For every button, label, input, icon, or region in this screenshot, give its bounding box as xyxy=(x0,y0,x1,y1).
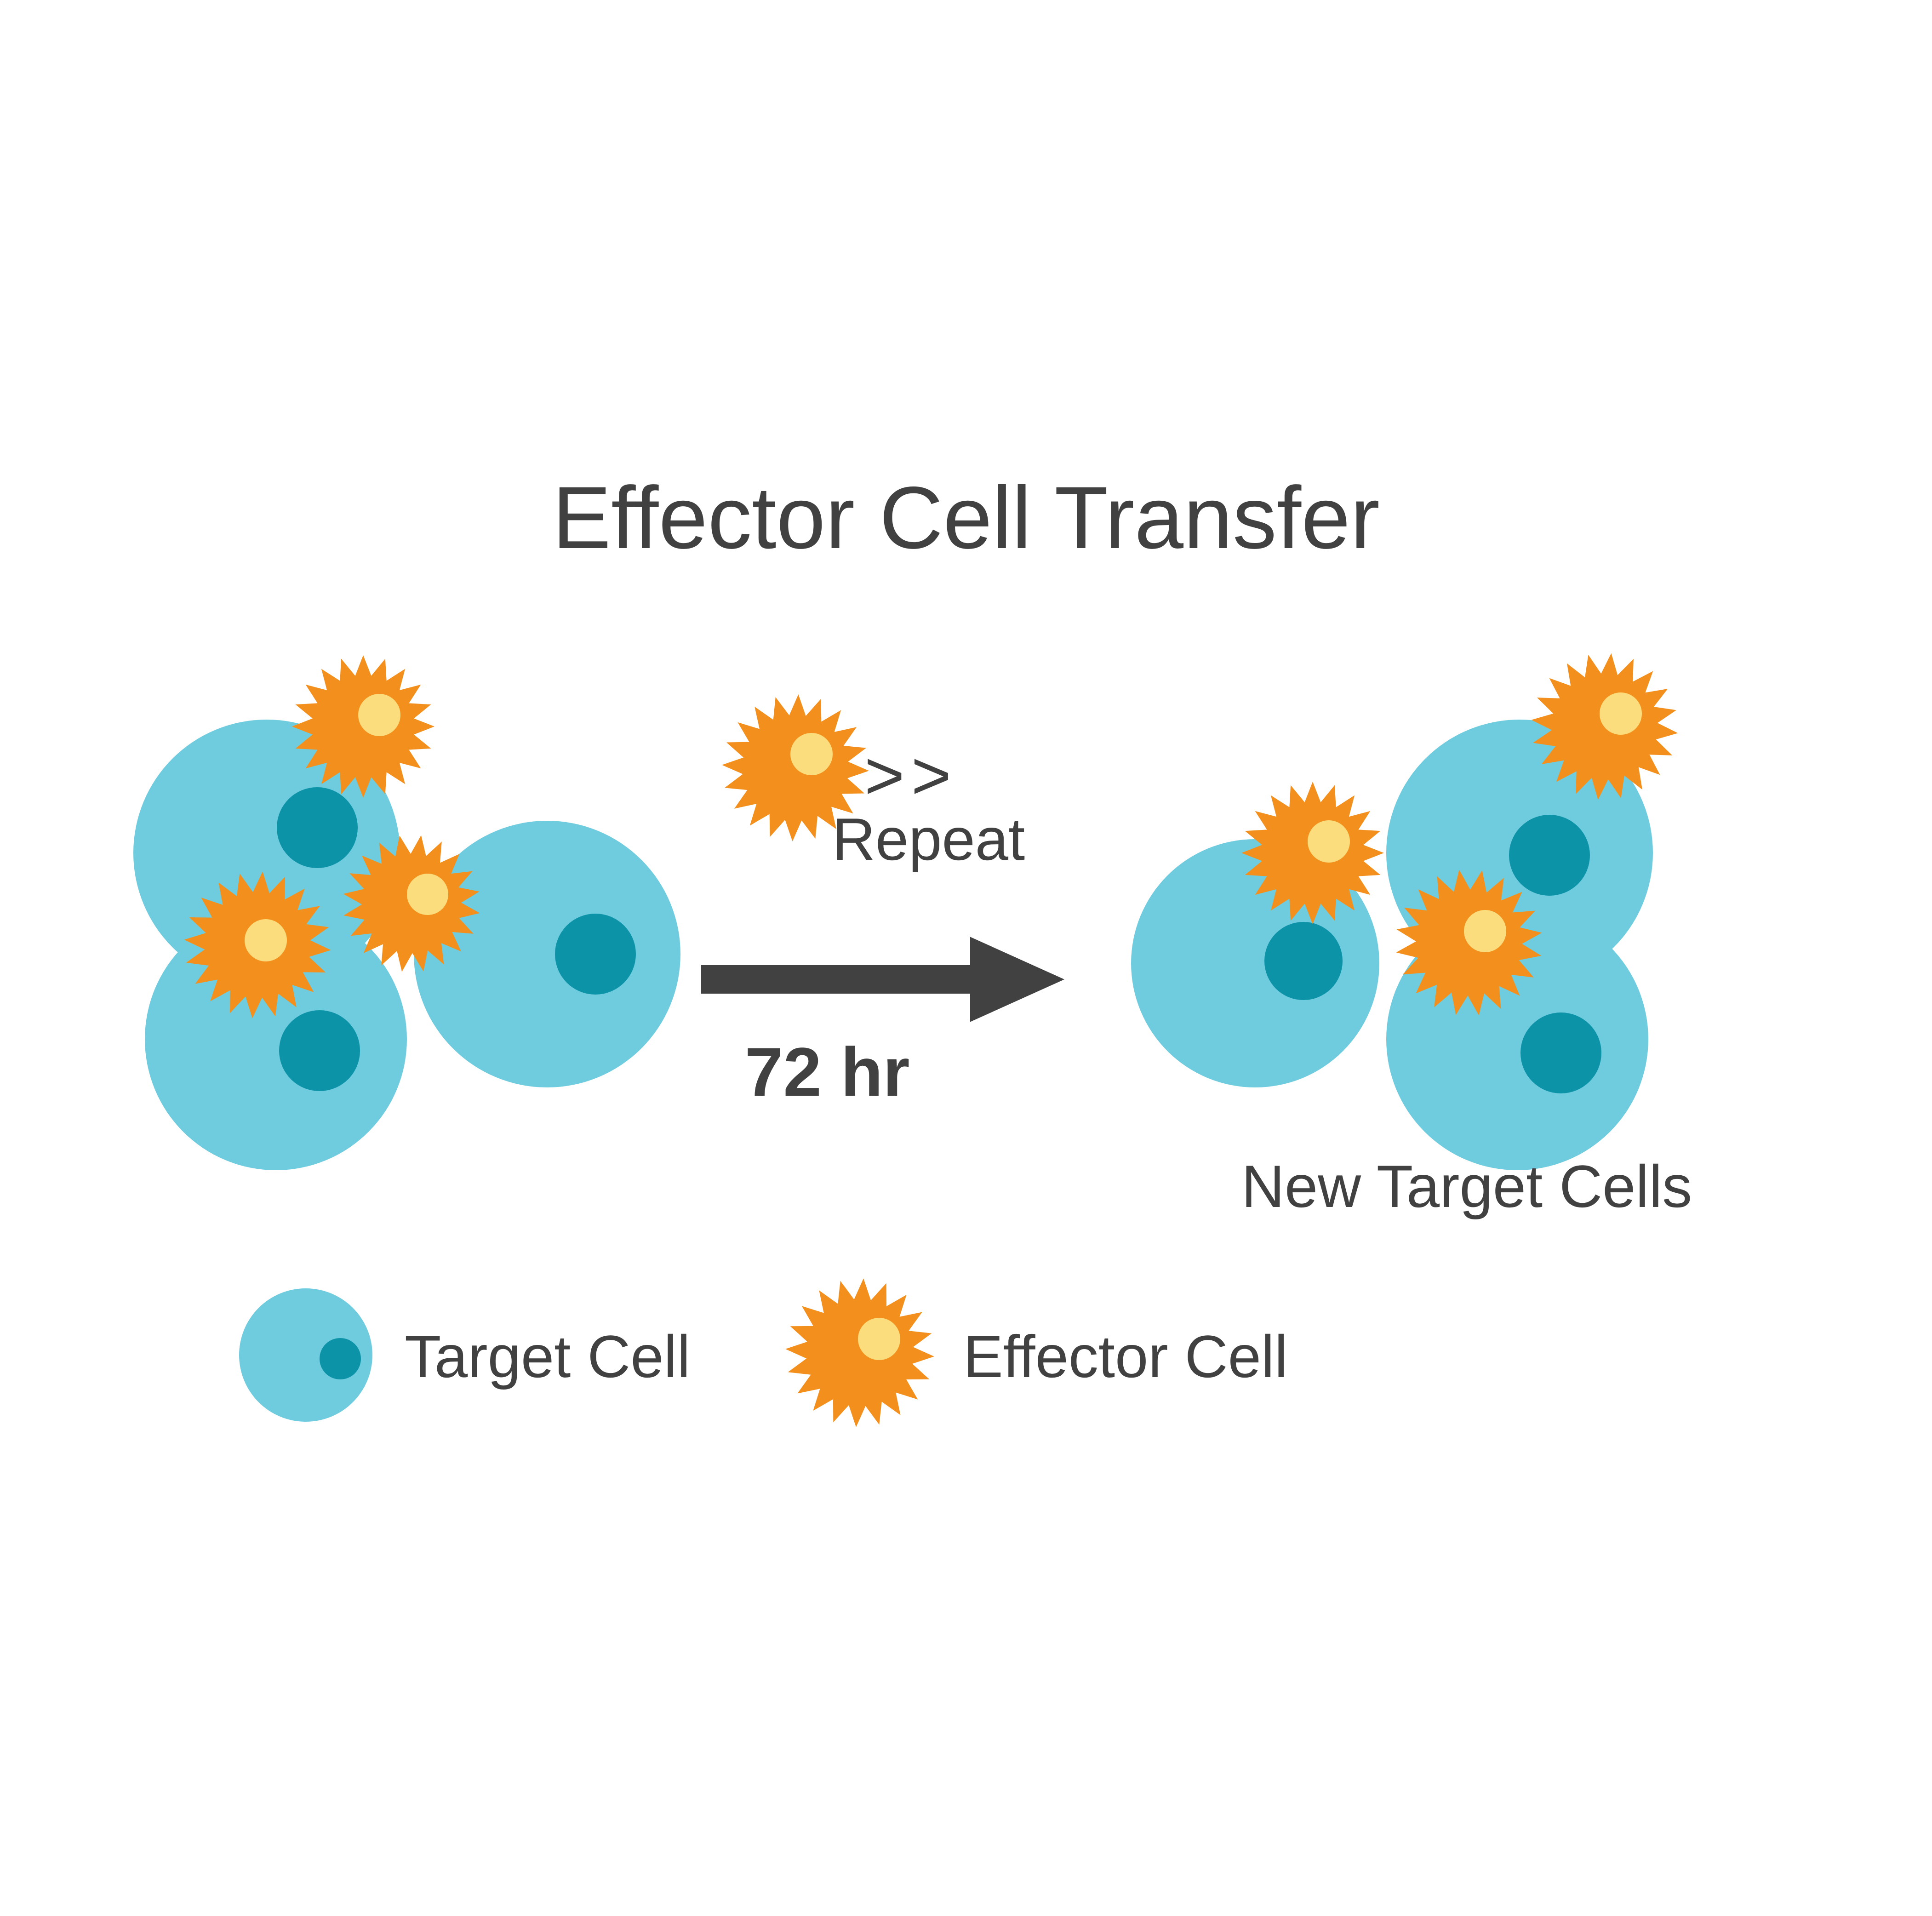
effector-cell xyxy=(343,835,480,972)
arrow-right-icon xyxy=(701,937,1064,1022)
target-cell-icon xyxy=(239,1288,372,1422)
right-target-cell-group xyxy=(1131,720,1653,1170)
duration-label: 72 hr xyxy=(745,1033,910,1110)
left-effector-cell-group xyxy=(184,655,480,1018)
legend-label-target-cell: Target Cell xyxy=(405,1323,691,1390)
effector-cell-nucleus xyxy=(790,733,833,775)
repeat-label: Repeat xyxy=(832,806,1025,873)
target-cell-nucleus xyxy=(279,1010,360,1091)
effector-cell-icon xyxy=(785,1278,934,1427)
process-arrow xyxy=(701,937,1064,1022)
effector-cell xyxy=(1396,869,1542,1016)
effector-cell xyxy=(1531,653,1678,800)
new-target-cells-label: New Target Cells xyxy=(1241,1153,1692,1220)
effector-cell xyxy=(184,871,331,1018)
legend-icon-group xyxy=(239,1278,934,1427)
effector-cell-nucleus xyxy=(245,919,287,961)
target-cell-nucleus xyxy=(1264,922,1343,1000)
target-cell xyxy=(414,821,680,1087)
effector-cell-nucleus xyxy=(1464,910,1506,952)
legend-label-effector-cell: Effector Cell xyxy=(963,1323,1288,1390)
target-cell-nucleus xyxy=(555,914,636,995)
effector-cell-nucleus xyxy=(407,874,448,915)
target-cell-nucleus xyxy=(277,787,358,868)
target-cell-nucleus xyxy=(1509,815,1590,896)
repeat-chevron-icon: >> xyxy=(864,737,958,814)
effector-cell-nucleus xyxy=(1308,820,1350,863)
effector-cell xyxy=(722,694,869,841)
middle-effector-cell-group xyxy=(722,694,869,841)
page-title: Effector Cell Transfer xyxy=(552,468,1380,567)
effector-cell-nucleus xyxy=(358,694,400,736)
target-cell-nucleus xyxy=(1520,1012,1601,1093)
right-effector-cell-group xyxy=(1241,653,1678,1016)
effector-cell xyxy=(292,655,434,798)
effector-cell xyxy=(1241,782,1384,924)
effector-cell-nucleus xyxy=(1600,692,1642,735)
